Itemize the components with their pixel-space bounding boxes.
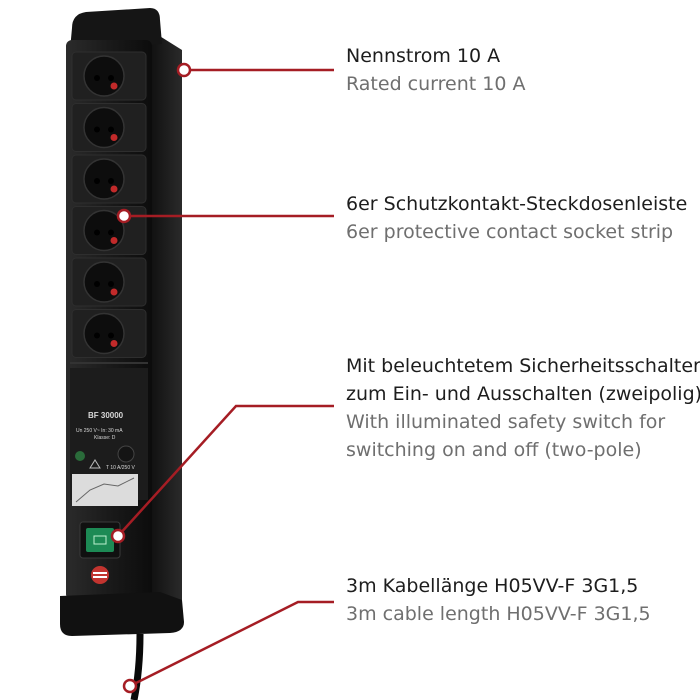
socket-pin-hole (94, 178, 100, 184)
socket-pin-hole (94, 229, 100, 236)
brand-logo-stripe-icon (93, 572, 107, 574)
child-protection-shutter-icon (110, 340, 118, 347)
socket-pin-hole (94, 332, 100, 339)
indicator-lamp (75, 451, 85, 461)
socket-recess (83, 106, 125, 149)
leader-dot-switch (110, 528, 126, 544)
trip-curve-chart-icon (72, 474, 138, 506)
callout-leaders (110, 62, 334, 694)
leader-line-switch (117, 404, 334, 537)
socket-pin-hole (108, 229, 114, 236)
socket-pin-hole (94, 126, 100, 133)
callout-title-en: Rated current 10 A (346, 73, 526, 95)
strip-top-cap (70, 8, 162, 50)
socket-recess (83, 158, 125, 200)
leader-dot-sockets (116, 208, 132, 224)
callout-title-de-line1: Mit beleuchtetem Sicherheitsschalter (346, 355, 700, 377)
child-protection-shutter-icon (110, 185, 118, 193)
socket-pin-hole (94, 75, 100, 81)
socket-outlet (71, 206, 147, 255)
power-cable (130, 633, 144, 700)
child-protection-shutter-icon (110, 134, 118, 141)
socket-outlet (71, 309, 147, 358)
socket-pin-hole (108, 75, 114, 81)
socket-pin-hole (94, 281, 100, 287)
socket-recess (83, 261, 125, 303)
callout-safety-switch: Mit beleuchtetem Sicherheitsschalter zum… (346, 352, 700, 464)
callout-cable: 3m Kabellänge H05VV-F 3G1,5 3m cable len… (346, 572, 651, 628)
socket-pin-hole (108, 281, 114, 287)
rating-label: Un 250 V~ In: 30 mA (76, 428, 123, 434)
callout-title-de: 3m Kabellänge H05VV-F 3G1,5 (346, 575, 639, 597)
callout-title-de: Nennstrom 10 A (346, 45, 501, 67)
socket-outlet (71, 257, 147, 307)
socket-outlet (71, 154, 147, 204)
leader-dot-rated-current (176, 62, 192, 78)
socket-pin-hole (108, 178, 114, 184)
fuse-label: T 10 A/250 V (106, 465, 135, 471)
callout-title-en: 6er protective contact socket strip (346, 221, 674, 243)
child-protection-shutter-icon (110, 288, 118, 296)
socket-outlet (71, 51, 147, 101)
callout-title-en-line2: switching on and off (two-pole) (346, 439, 642, 461)
trip-curve-line-icon (75, 477, 135, 503)
socket-section-divider (70, 362, 148, 364)
strip-side-rail (150, 30, 182, 620)
warning-triangle-icon (89, 459, 101, 469)
brand-logo-icon (91, 566, 109, 584)
switch-indicator-icon (93, 535, 107, 545)
child-protection-shutter-icon (110, 82, 118, 90)
safety-switch-icon (86, 528, 114, 552)
socket-pin-hole (108, 126, 114, 133)
socket-pin-hole (108, 332, 114, 339)
class-label: Klasse: D (94, 435, 116, 441)
socket-recess (83, 55, 125, 97)
callout-title-en-line1: With illuminated safety switch for (346, 411, 666, 433)
leader-line-cable (129, 600, 334, 688)
callout-rated-current: Nennstrom 10 A Rated current 10 A (346, 42, 525, 98)
fuse-cap (117, 445, 135, 463)
callout-title-en: 3m cable length H05VV-F 3G1,5 (346, 603, 651, 625)
leader-dot-cable (122, 678, 138, 694)
brand-logo-stripe-icon (93, 576, 107, 578)
socket-outlet (71, 103, 147, 152)
model-label: BF 30000 (88, 411, 124, 420)
callout-title-de-line2: zum Ein- und Ausschalten (zweipolig) (346, 383, 700, 405)
callout-sockets: 6er Schutzkontakt-Steckdosenleiste 6er p… (346, 190, 687, 246)
child-protection-shutter-icon (110, 237, 118, 244)
strip-bottom-cap (60, 592, 184, 636)
callout-title-de: 6er Schutzkontakt-Steckdosenleiste (346, 193, 688, 215)
socket-recess (83, 312, 125, 355)
